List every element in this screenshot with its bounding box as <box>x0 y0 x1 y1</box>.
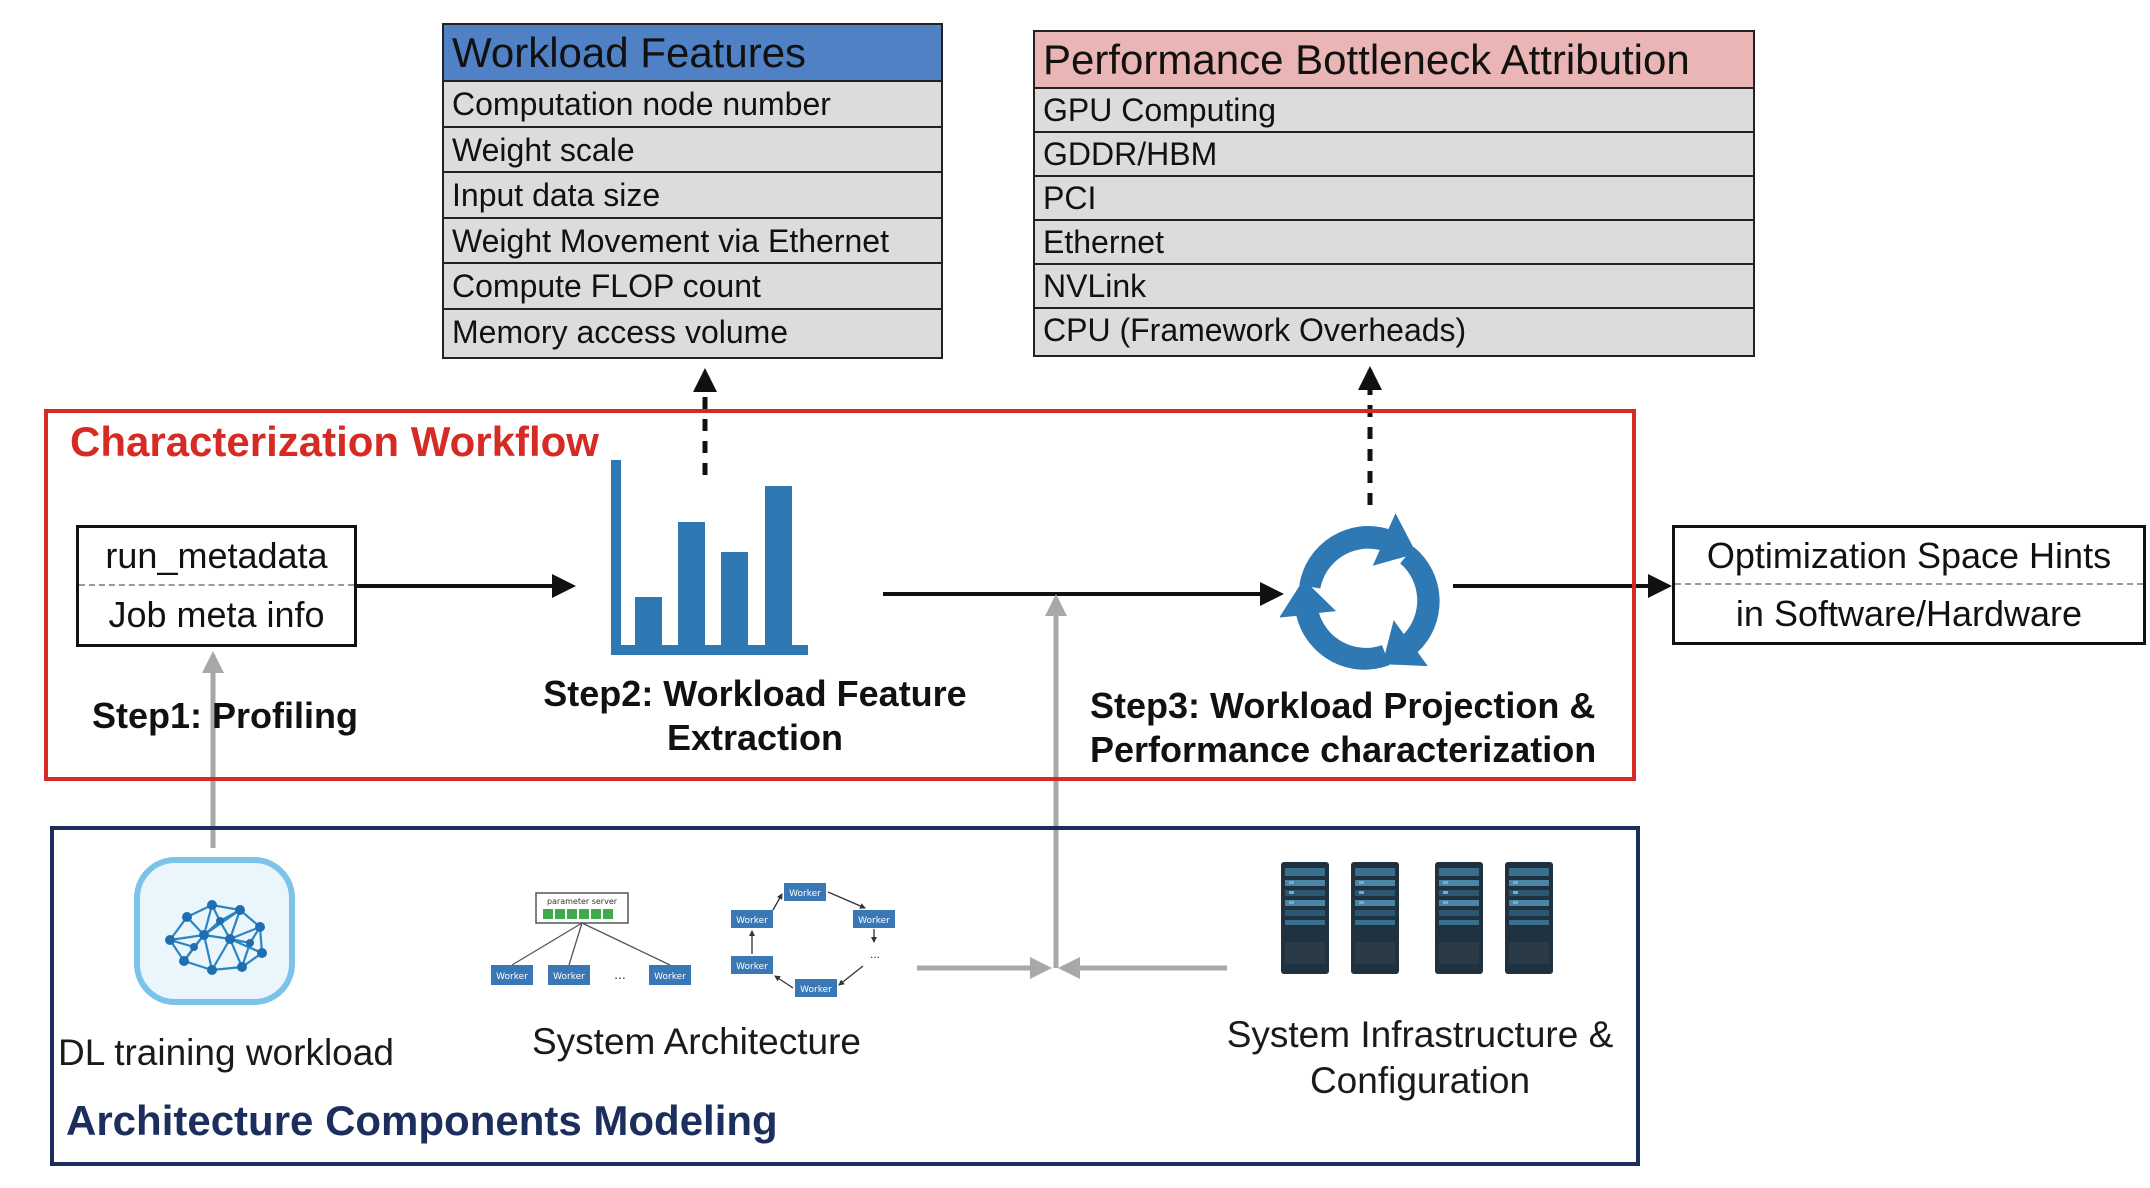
step3-label: Step3: Workload Projection & Performance… <box>1090 684 1596 772</box>
parameter-server-diagram: parameter server Worker Worker Worker ..… <box>491 892 691 985</box>
bottleneck-header: Performance Bottleneck Attribution <box>1035 32 1753 89</box>
worker-label: Worker <box>553 972 585 982</box>
worker-label: Worker <box>654 972 686 982</box>
ring-allreduce-diagram: Worker Worker Worker Worker Worker ... <box>731 883 895 997</box>
bottleneck-row: PCI <box>1035 177 1753 221</box>
worker-label: Worker <box>789 889 821 899</box>
ps-label: parameter server <box>547 897 618 906</box>
modeling-title: Architecture Components Modeling <box>66 1097 778 1144</box>
refresh-cycle-icon <box>1280 513 1440 670</box>
dl-training-label: DL training workload <box>58 1032 394 1073</box>
ellipsis: ... <box>614 966 626 982</box>
bottleneck-row: CPU (Framework Overheads) <box>1043 312 1467 348</box>
worker-label: Worker <box>858 916 890 926</box>
bottleneck-attribution-table: Performance Bottleneck Attribution GPU C… <box>1033 30 1755 357</box>
system-infrastructure-label: System Infrastructure & Configuration <box>1195 1012 1645 1104</box>
run-metadata-label: run_metadata <box>79 528 354 586</box>
feature-row: Compute FLOP count <box>444 264 941 310</box>
workload-features-table: Workload Features Computation node numbe… <box>442 23 943 359</box>
infra-line2: Configuration <box>1309 1060 1531 1101</box>
profiling-metadata-box: run_metadata Job meta info <box>76 525 357 647</box>
neural-network-icon <box>134 857 295 1005</box>
job-meta-info-label: Job meta info <box>108 594 325 635</box>
feature-row: Weight scale <box>444 128 941 174</box>
step3-line2: Performance characterization <box>1090 729 1597 770</box>
ellipsis: ... <box>870 947 880 961</box>
optimization-hints-box: Optimization Space Hints in Software/Har… <box>1672 525 2146 645</box>
bottleneck-row: Ethernet <box>1035 221 1753 265</box>
step1-label: Step1: Profiling <box>92 695 359 736</box>
step3-line1: Step3: Workload Projection & <box>1090 685 1596 726</box>
feature-row: Memory access volume <box>452 313 789 350</box>
bottleneck-row: GPU Computing <box>1035 89 1753 133</box>
worker-label: Worker <box>736 962 768 972</box>
infra-line1: System Infrastructure & <box>1226 1014 1614 1055</box>
workload-features-header: Workload Features <box>444 25 941 82</box>
bar-chart-icon <box>611 460 808 655</box>
feature-row: Computation node number <box>444 82 941 128</box>
feature-row: Weight Movement via Ethernet <box>444 219 941 265</box>
step2-line1: Step2: Workload Feature <box>543 673 967 714</box>
optimization-hints-line1: Optimization Space Hints <box>1675 528 2143 585</box>
characterization-workflow-frame <box>44 409 1636 781</box>
architecture-modeling-frame <box>50 826 1640 1166</box>
worker-label: Worker <box>496 972 528 982</box>
step2-line2: Extraction <box>666 717 844 758</box>
bottleneck-row: NVLink <box>1035 265 1753 309</box>
step2-label: Step2: Workload Feature Extraction <box>530 672 980 760</box>
workflow-title: Characterization Workflow <box>70 418 599 465</box>
system-architecture-label: System Architecture <box>532 1021 862 1062</box>
worker-label: Worker <box>736 916 768 926</box>
bottleneck-row: GDDR/HBM <box>1035 133 1753 177</box>
worker-label: Worker <box>800 985 832 995</box>
server-rack-icons <box>1281 862 1553 974</box>
optimization-hints-line2: in Software/Hardware <box>1735 592 2083 634</box>
feature-row: Input data size <box>444 173 941 219</box>
